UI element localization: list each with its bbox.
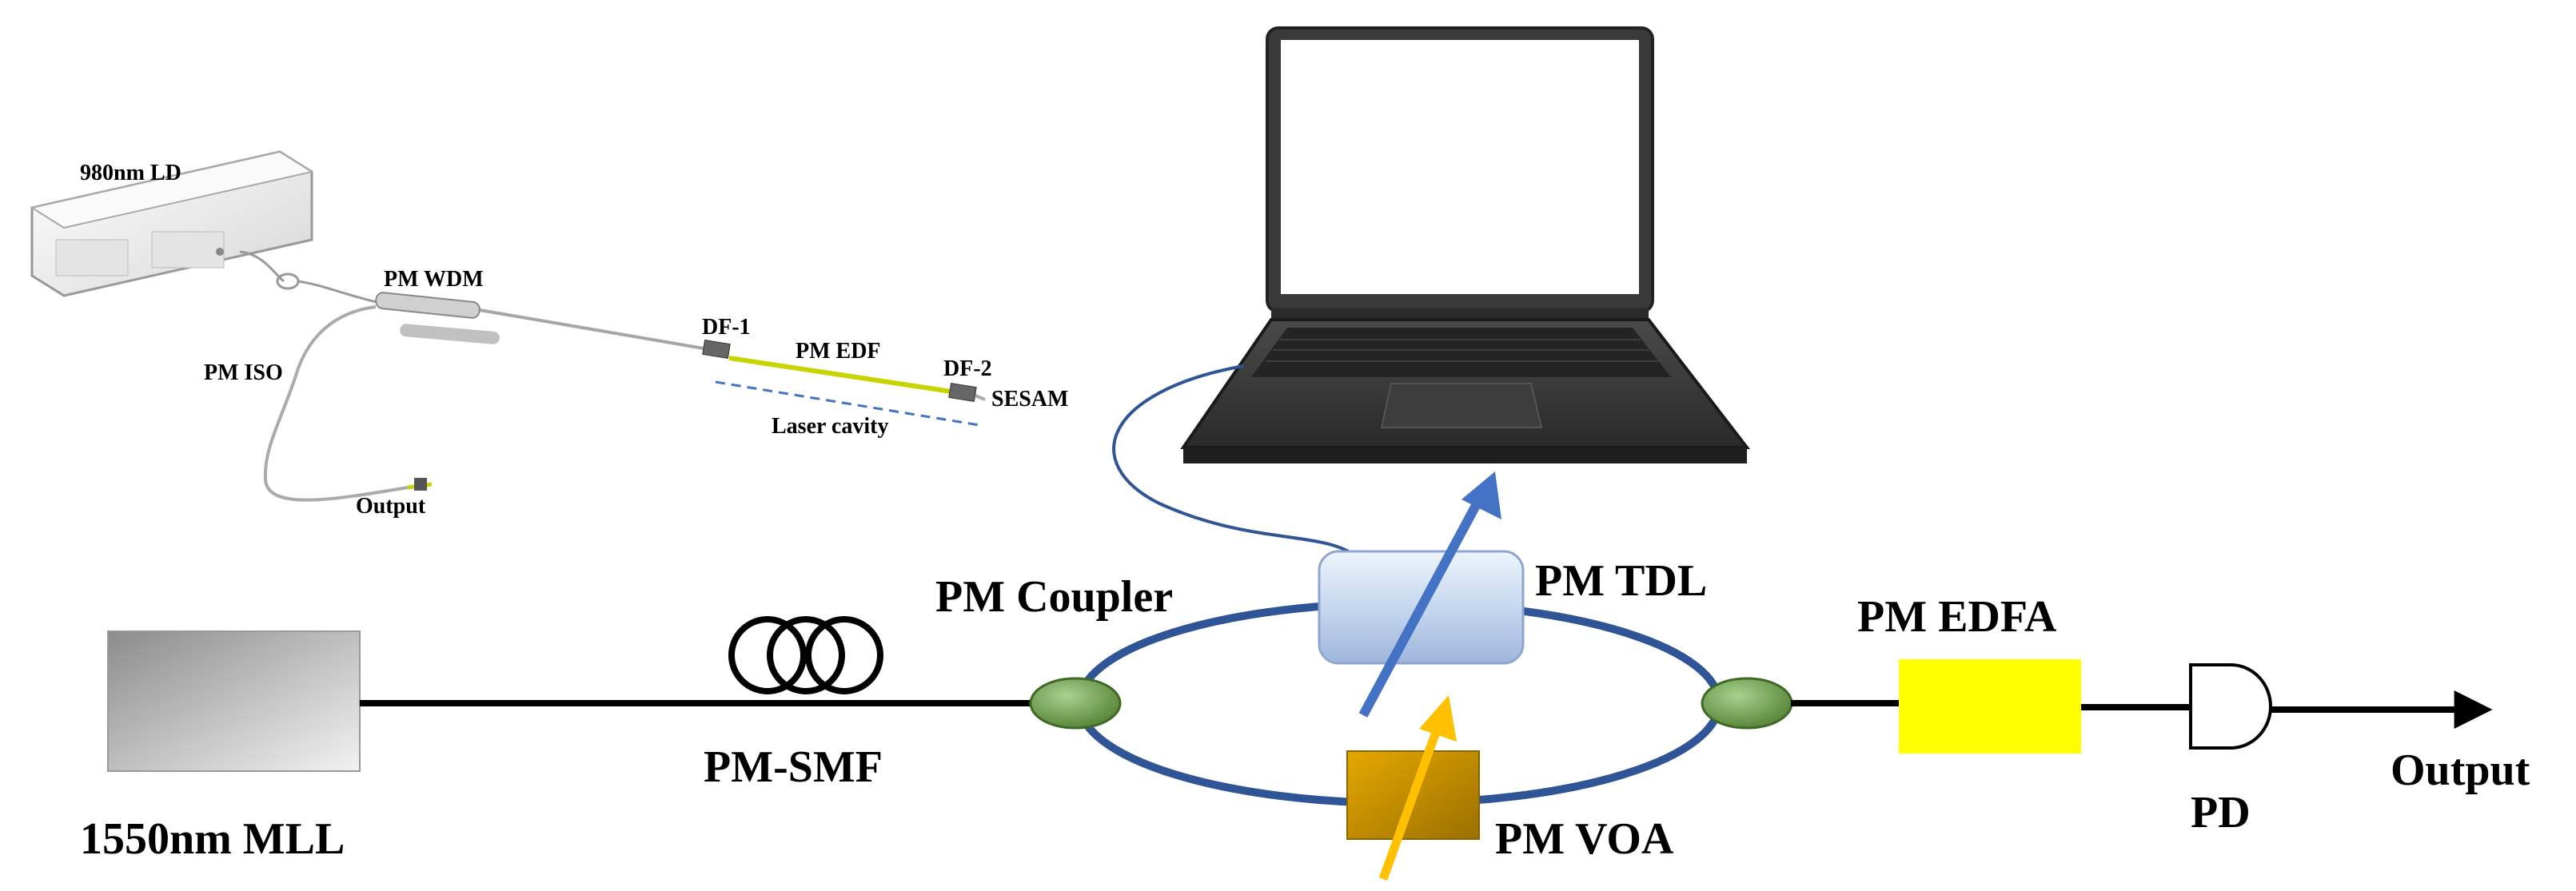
df1-connector xyxy=(702,340,731,359)
voa-label: PM VOA xyxy=(1495,814,1674,864)
smf-label: PM-SMF xyxy=(704,742,883,792)
pm-edfa-box xyxy=(1899,659,2081,754)
df2-connector xyxy=(948,383,977,402)
wdm-label: PM WDM xyxy=(384,267,484,292)
inset-output-label: Output xyxy=(356,494,426,519)
tdl-tuning-arrow xyxy=(1358,497,1484,718)
control-cable xyxy=(1112,364,1353,555)
inset-laser-layout: 980nm LD PM WDM PM ISO DF-1 PM EDF DF-2 … xyxy=(30,150,1068,519)
pm-smf-coil xyxy=(728,616,883,694)
laptop-computer xyxy=(1180,26,1751,463)
coupler-label: PM Coupler xyxy=(935,572,1173,622)
touchpad xyxy=(1380,383,1543,428)
mll-source xyxy=(107,630,361,772)
mll-label: 1550nm MLL xyxy=(80,814,345,864)
pm-edf-fiber xyxy=(728,356,952,394)
wdm-component xyxy=(375,292,481,319)
pd-label: PD xyxy=(2191,788,2251,837)
laptop-screen xyxy=(1281,40,1639,294)
tdl-label: PM TDL xyxy=(1535,556,1707,606)
pm-coupler-right xyxy=(1701,677,1793,730)
output-connector xyxy=(414,478,427,491)
main-output-label: Output xyxy=(2391,746,2530,795)
df1-label: DF-1 xyxy=(702,315,751,340)
cavity-label: Laser cavity xyxy=(772,414,888,439)
edfa-label: PM EDFA xyxy=(1857,592,2057,642)
laser-cavity-line xyxy=(715,380,980,427)
sesam-label: SESAM xyxy=(991,387,1068,412)
edf-label: PM EDF xyxy=(796,339,881,364)
pm-coupler-left xyxy=(1029,677,1122,730)
pump-laser-diode xyxy=(30,150,314,297)
main-setup xyxy=(107,471,2493,881)
ld-label: 980nm LD xyxy=(80,161,181,185)
photodetector xyxy=(2189,663,2272,750)
voa-tuning-arrow xyxy=(1378,722,1444,881)
df2-label: DF-2 xyxy=(943,356,992,381)
iso-label: PM ISO xyxy=(204,360,283,385)
